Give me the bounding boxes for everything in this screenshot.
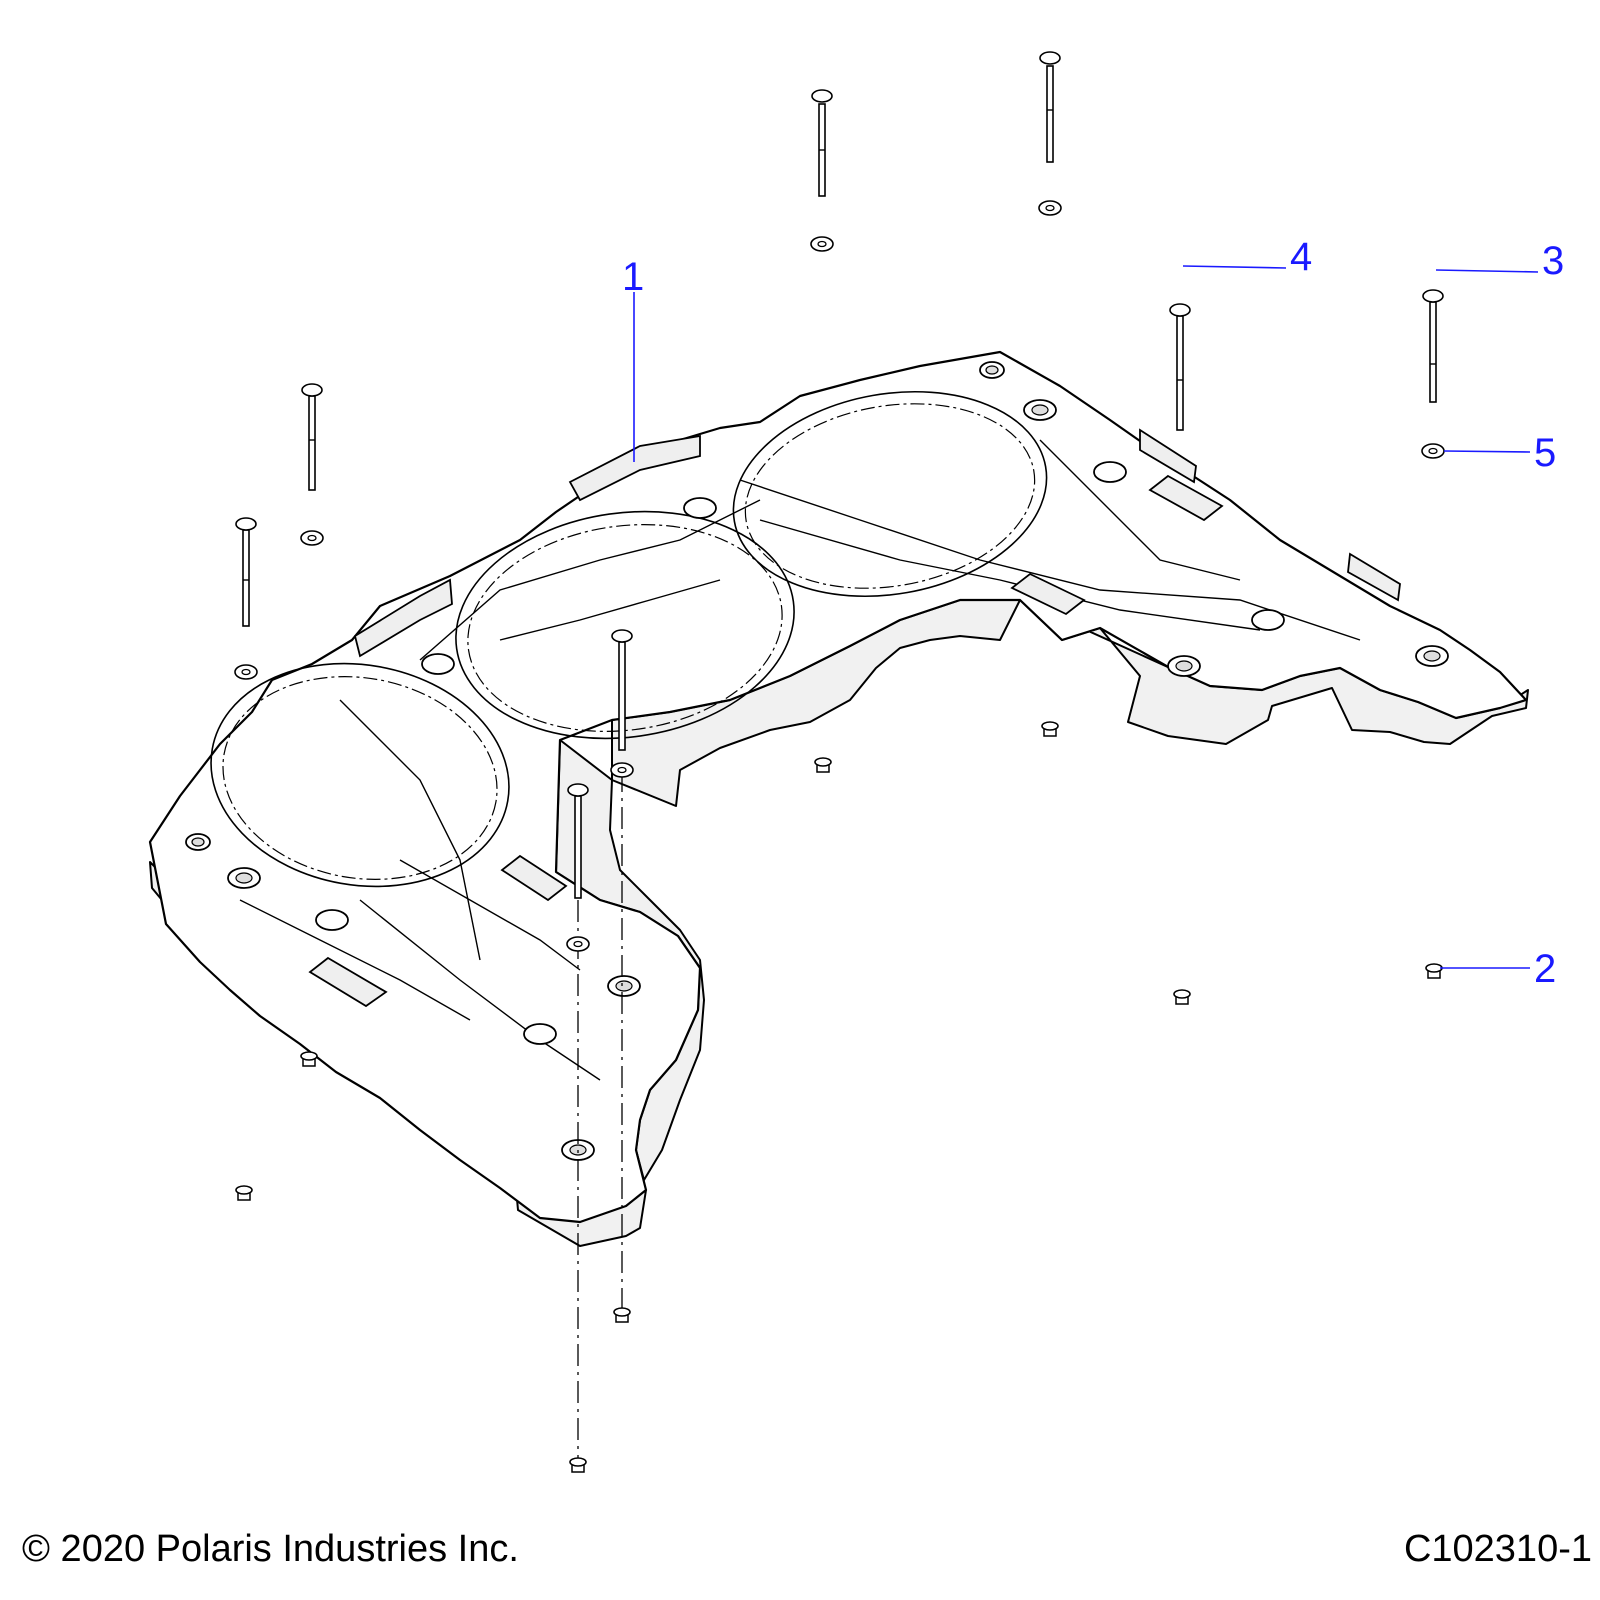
cargo-rack[interactable] — [148, 350, 1529, 1247]
nut-4 — [1173, 989, 1191, 1005]
bolt-1 — [811, 89, 833, 197]
washer-1 — [810, 236, 834, 252]
cup-ring-2-inner — [744, 403, 1036, 589]
callouts: 1 2 3 4 5 — [622, 235, 1564, 991]
rib-7 — [339, 699, 481, 961]
callout-2: 2 — [1534, 947, 1556, 991]
slot-1 — [1148, 474, 1224, 522]
rib-8 — [239, 899, 471, 1021]
bolt-3 — [1169, 303, 1191, 431]
bolt-7 — [611, 629, 633, 751]
slot-3 — [500, 854, 568, 902]
cup-ring-3-inner — [222, 676, 498, 880]
slot-2 — [1010, 572, 1086, 616]
cup-ring-3 — [210, 662, 510, 888]
rib-5 — [399, 859, 581, 971]
nut-8 — [569, 1457, 587, 1473]
rib-9 — [1039, 439, 1241, 581]
rail-pad-2 — [353, 578, 453, 658]
copyright-text: © 2020 Polaris Industries Inc. — [22, 1528, 519, 1570]
rack-top-surface — [148, 350, 1528, 1224]
washer-2 — [1038, 200, 1062, 216]
bolts[interactable] — [235, 51, 1444, 899]
washer-7 — [566, 936, 590, 952]
nut-5 — [300, 1051, 318, 1067]
nut-6 — [235, 1185, 253, 1201]
rib-4 — [759, 519, 1261, 631]
rib-2 — [499, 579, 721, 641]
bolt-8 — [567, 783, 589, 899]
washer-6 — [610, 762, 634, 778]
bolt-4 — [1422, 289, 1444, 403]
leader-3 — [1435, 269, 1539, 273]
callout-1: 1 — [622, 255, 644, 299]
washer-4 — [300, 530, 324, 546]
bolt-2 — [1039, 51, 1061, 163]
slot-4 — [308, 956, 388, 1008]
nuts[interactable] — [235, 721, 1443, 1473]
leader-4 — [1182, 265, 1287, 269]
rail-pad-1 — [568, 434, 701, 502]
washer-3 — [1421, 443, 1445, 459]
cup-ring-1-inner — [467, 524, 783, 732]
rib-6 — [359, 899, 601, 1081]
leader-5 — [1443, 450, 1531, 453]
rail-pad-3 — [1139, 428, 1197, 484]
rib-3 — [739, 479, 1361, 641]
figure-id: C102310-1 — [1403, 1528, 1592, 1570]
callout-4: 4 — [1290, 235, 1312, 279]
mounting-holes — [185, 361, 1449, 1161]
nut-3 — [1425, 963, 1443, 979]
bolt-5 — [301, 383, 323, 491]
nut-1 — [1041, 721, 1059, 737]
callout-3: 3 — [1542, 239, 1564, 283]
washers[interactable] — [234, 200, 1445, 952]
washer-5 — [234, 664, 258, 680]
assembly-centerlines — [577, 770, 623, 1460]
rib-1 — [419, 499, 761, 661]
cup-ring-2 — [732, 390, 1048, 598]
nut-7 — [613, 1307, 631, 1323]
callout-5: 5 — [1534, 431, 1556, 475]
rail-pad-4 — [1347, 552, 1401, 602]
nut-2 — [814, 757, 832, 773]
cup-ring-1 — [455, 510, 795, 740]
bolt-6 — [235, 517, 257, 627]
